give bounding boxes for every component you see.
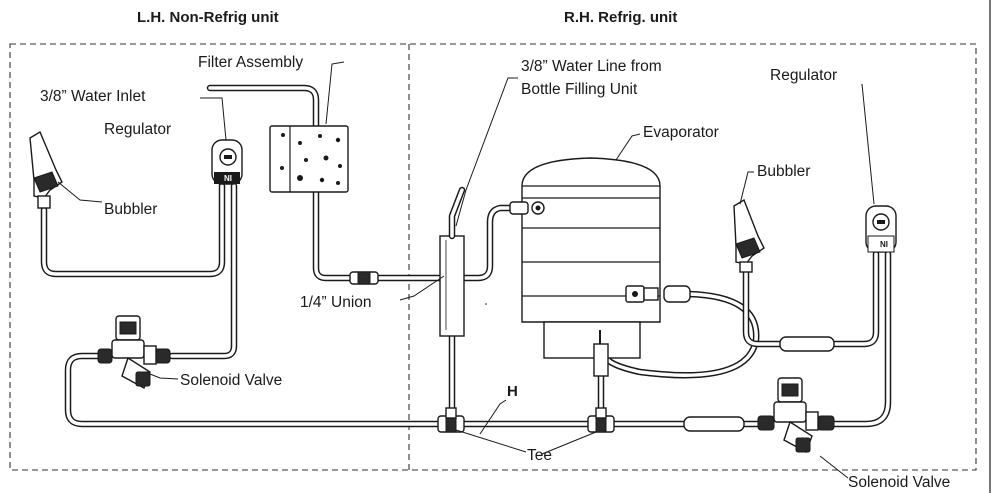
label-evaporator: Evaporator: [643, 124, 719, 141]
label-tee: Tee: [527, 447, 552, 464]
insulation-sleeve-main: [683, 416, 745, 432]
regulator-right: NI: [865, 205, 897, 253]
outer-boundary: [9, 43, 977, 471]
tubing-lines: [40, 84, 892, 428]
bubbler-left: [29, 130, 63, 209]
header-right-unit: R.H. Refrig. unit: [564, 9, 677, 26]
label-bubbler-left: Bubbler: [104, 201, 157, 218]
regulator-left: NI: [211, 139, 243, 185]
label-solenoid-right: Solenoid Valve: [848, 474, 950, 491]
evaporator: [509, 157, 691, 377]
stray-dot: [485, 303, 487, 305]
label-filter-assembly: Filter Assembly: [198, 54, 303, 71]
label-solenoid-left: Solenoid Valve: [180, 372, 282, 389]
label-water-inlet: 3/8” Water Inlet: [40, 88, 146, 105]
label-regulator-left: Regulator: [104, 121, 171, 138]
label-union: 1/4” Union: [300, 294, 372, 311]
header-left-unit: L.H. Non-Refrig unit: [137, 9, 279, 26]
water-line-sleeve: [439, 186, 466, 337]
label-h-marker: H: [507, 383, 518, 400]
insulation-sleeve-right: [779, 336, 835, 352]
tee-1: [437, 407, 465, 433]
label-water-line-1: 3/8” Water Line from: [521, 58, 662, 75]
bubbler-right: [733, 198, 765, 273]
label-water-line-2: Bottle Filling Unit: [521, 81, 638, 98]
label-bubbler-right: Bubbler: [757, 163, 810, 180]
tee-2: [587, 407, 615, 433]
label-regulator-right: Regulator: [770, 67, 837, 84]
regulator-right-badge: NI: [880, 240, 888, 249]
solenoid-valve-left: [97, 315, 171, 390]
solenoid-valve-right: [757, 377, 835, 454]
leader-lines: [57, 61, 875, 479]
regulator-left-badge: NI: [224, 174, 232, 183]
filter-assembly: [269, 125, 349, 193]
unit-boundaries: [9, 43, 977, 471]
union-fitting: [349, 271, 379, 285]
